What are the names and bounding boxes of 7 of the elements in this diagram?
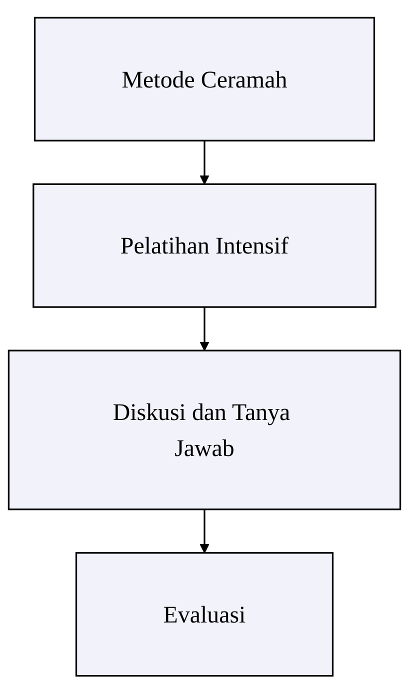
- arrow: [200, 140, 210, 185]
- node-box: Metode Ceramah: [34, 17, 376, 142]
- node-box: Evaluasi: [75, 552, 334, 677]
- node-box: Pelatihan Intensif: [32, 184, 376, 308]
- arrow: [200, 510, 210, 554]
- node-box: Diskusi dan Tanya Jawab: [8, 350, 402, 510]
- arrow: [200, 307, 210, 352]
